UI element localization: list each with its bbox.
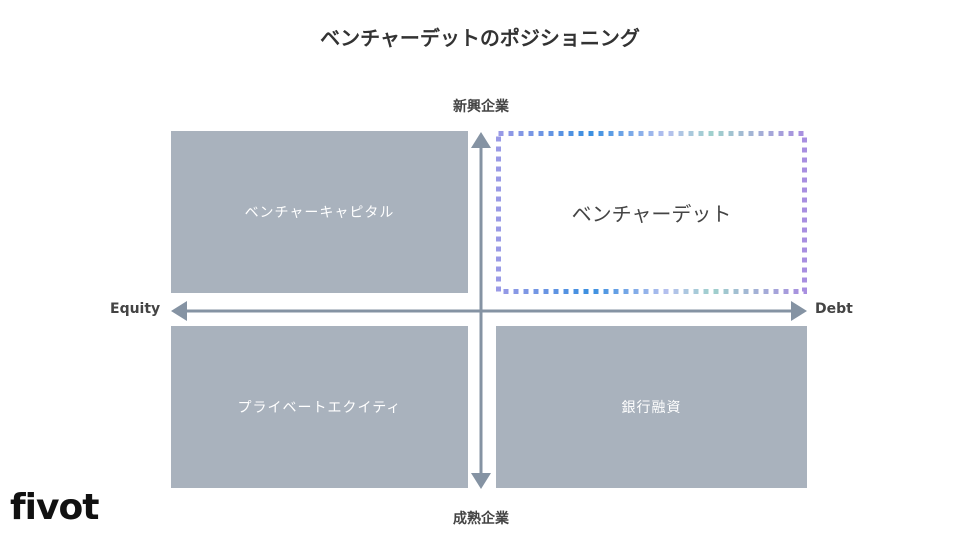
- quadrant-label: 銀行融資: [621, 400, 682, 416]
- quadrant-label: ベンチャーデット: [571, 202, 732, 226]
- quadrant-venture-capital: ベンチャーキャピタル: [171, 131, 468, 293]
- diagram-title: ベンチャーデットのポジショニング: [320, 26, 640, 50]
- arrow-down-icon: [471, 473, 491, 489]
- dashed-gradient-border: [496, 131, 807, 294]
- quadrant-label: ベンチャーキャピタル: [244, 205, 395, 221]
- arrow-left-icon: [171, 301, 187, 321]
- arrow-up-icon: [471, 132, 491, 148]
- quadrant-label: プライベートエクイティ: [237, 400, 402, 416]
- axis-label-left: Equity: [110, 301, 161, 317]
- quadrant-venture-debt: ベンチャーデット: [496, 131, 807, 294]
- arrow-right-icon: [791, 301, 807, 321]
- axis-label-top: 新興企業: [453, 99, 509, 115]
- quadrant-bank-loan: 銀行融資: [496, 326, 807, 488]
- axis-label-bottom: 成熟企業: [453, 511, 509, 527]
- quadrant-private-equity: プライベートエクイティ: [171, 326, 468, 488]
- fivot-logo: fivot: [10, 487, 99, 528]
- axis-label-right: Debt: [815, 301, 853, 317]
